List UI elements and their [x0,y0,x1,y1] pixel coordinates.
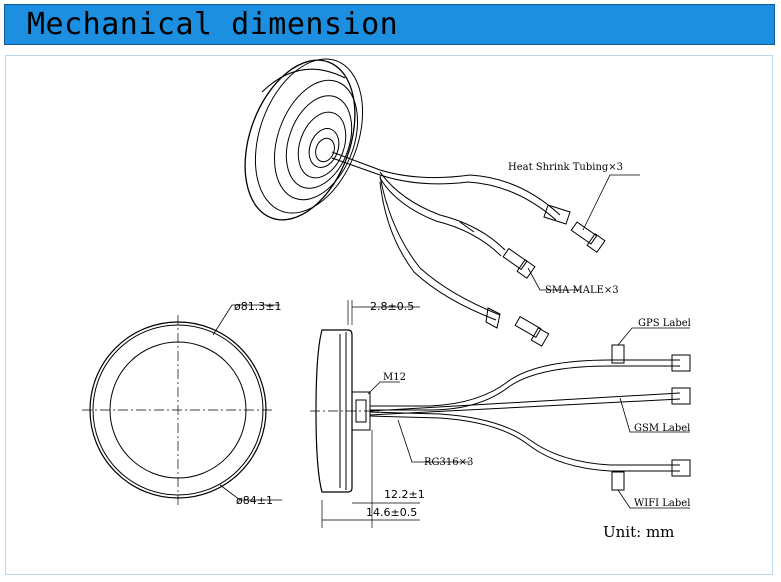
heat-shrink-label: Heat Shrink Tubing×3 [508,162,623,173]
diameter-outer-label: ø84±1 [236,494,273,507]
gps-label: GPS Label [638,318,691,329]
unit-label: Unit: mm [603,523,674,541]
sma-connector-3 [514,315,550,347]
height-14-label: 14.6±0.5 [366,506,417,519]
top-view [82,304,282,505]
thread-label: M12 [383,372,406,383]
page-title: Mechanical dimension [27,7,399,42]
thickness-top-label: 2.8±0.5 [370,300,414,313]
drawing-frame [5,55,773,575]
height-12-label: 12.2±1 [384,488,425,501]
sma-male-label: SMA MALE×3 [545,285,619,296]
cable-label: RG316×3 [424,457,473,468]
diameter-inner-label: ø81.3±1 [234,300,281,313]
sma-connector-2 [502,247,536,279]
gsm-label: GSM Label [634,423,690,434]
title-bar: Mechanical dimension [4,4,775,45]
sma-connector-1 [570,221,606,253]
wifi-label: WIFI Label [634,498,690,509]
isometric-antenna-view [244,58,640,347]
side-view [310,300,691,528]
